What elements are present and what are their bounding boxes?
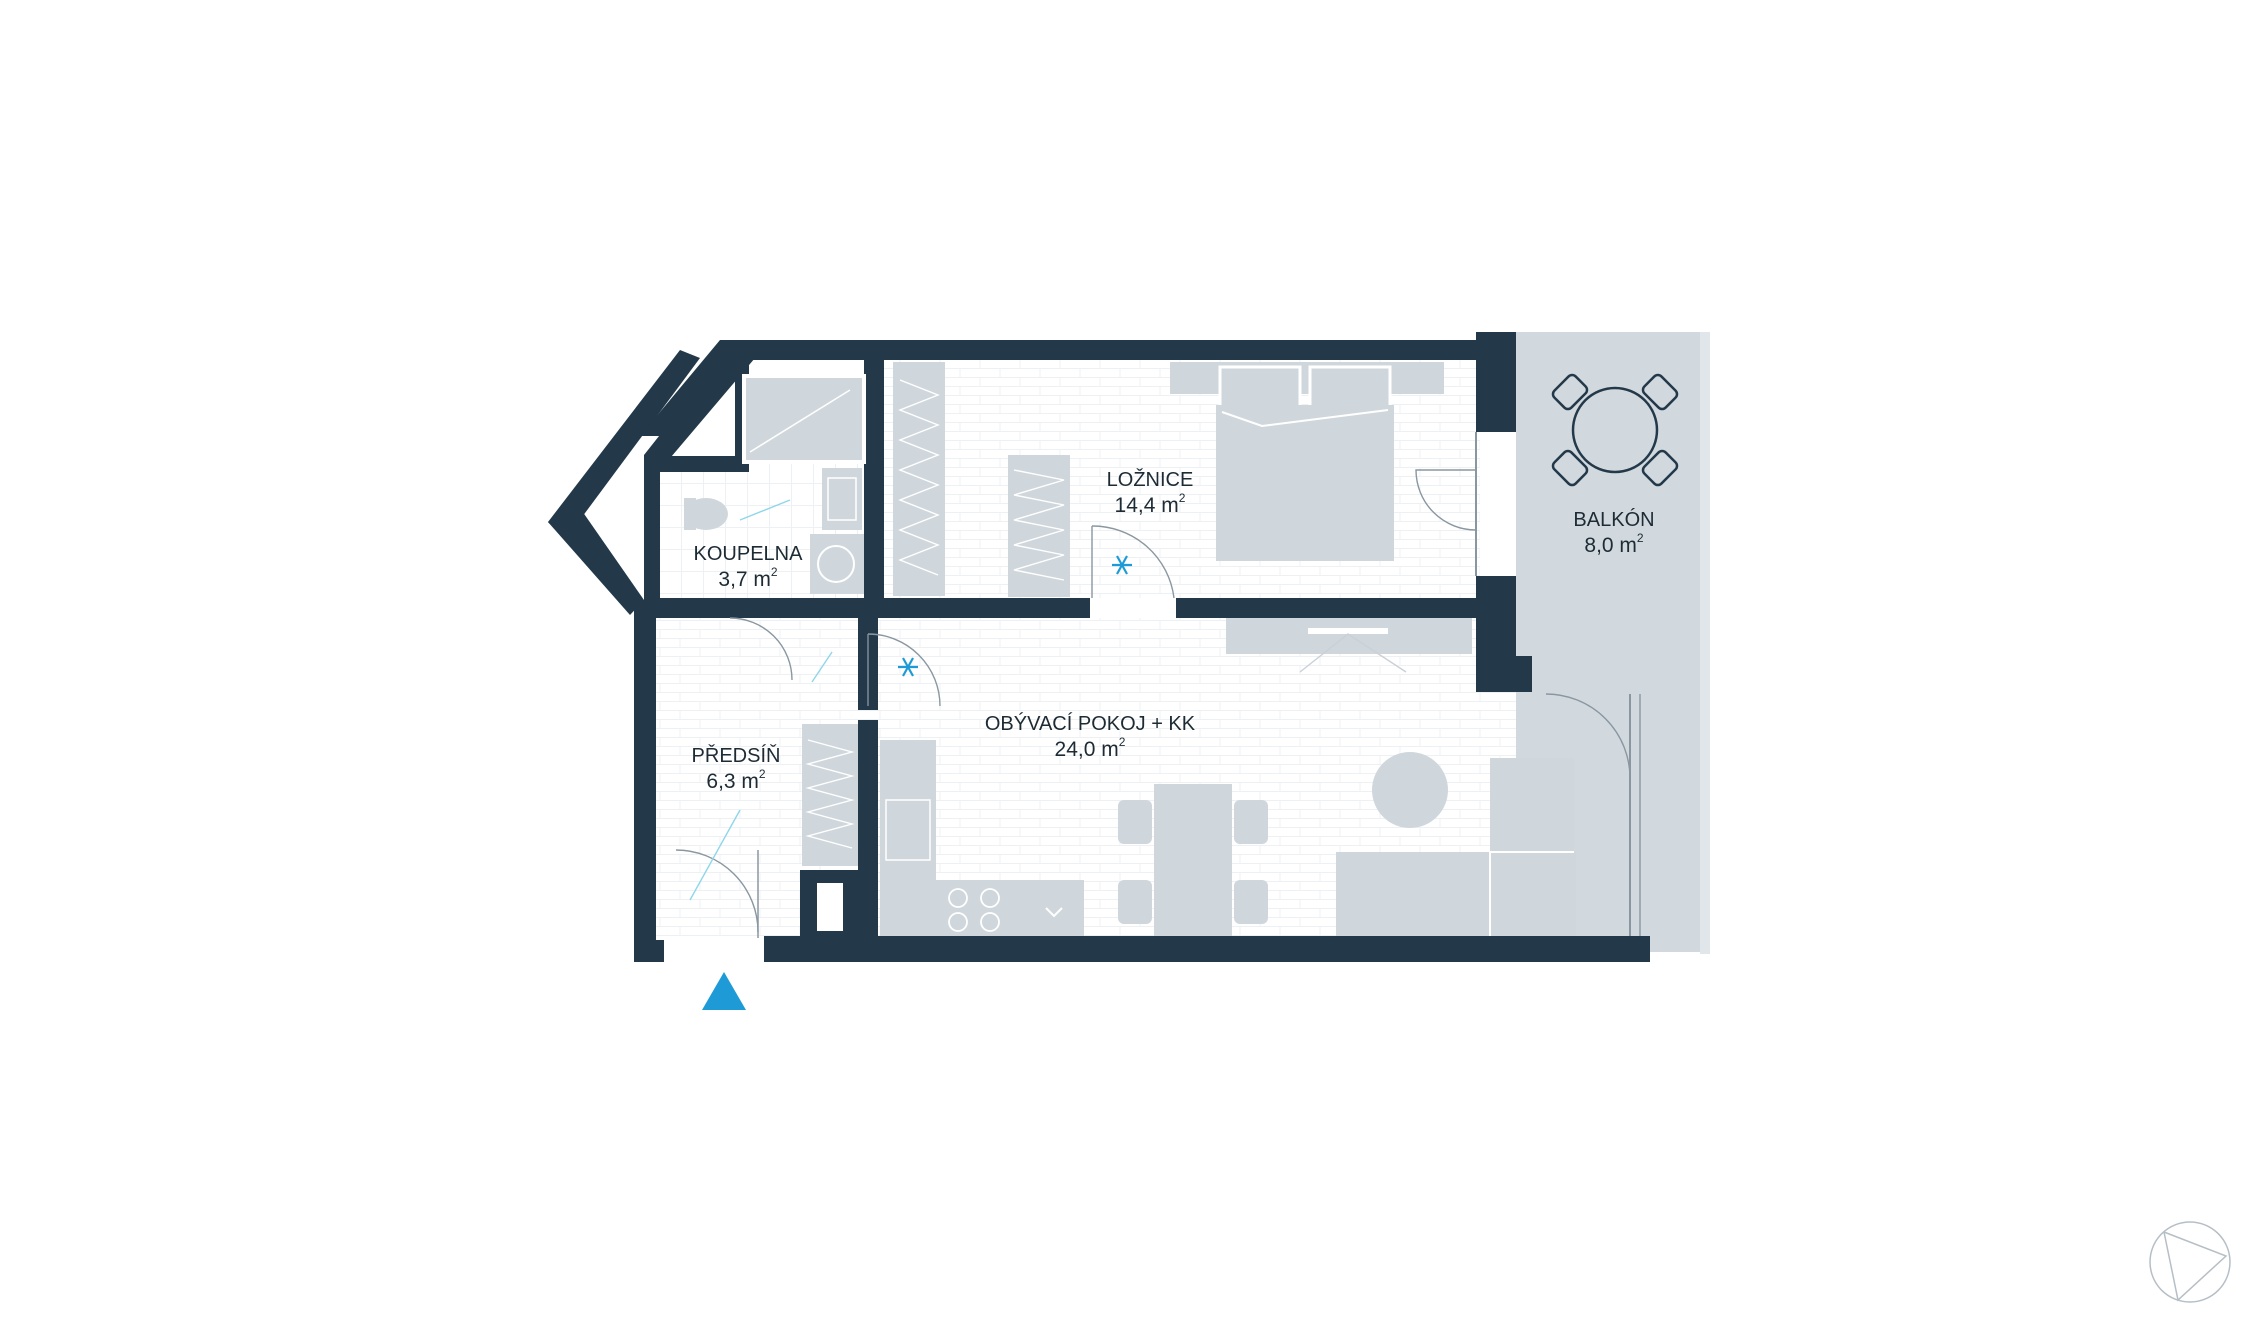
hall-furniture xyxy=(675,617,941,938)
room-name: BALKÓN xyxy=(1573,509,1655,531)
wall-bedroom-bottom-right xyxy=(1176,598,1486,618)
coffee-table xyxy=(1372,752,1448,828)
pillow-right xyxy=(1308,365,1392,409)
room-name: OBÝVACÍ POKOJ + KK xyxy=(984,713,1196,735)
snowflake-icon xyxy=(1112,555,1132,575)
tv-cabinet xyxy=(1226,618,1472,654)
balcony-chair-1 xyxy=(1551,373,1589,411)
wall-hall-right-lower xyxy=(858,720,878,940)
wall-bathroom-top-left xyxy=(660,456,746,472)
compass-icon xyxy=(2149,1221,2231,1303)
room-area: 3,7 m2 xyxy=(718,565,778,591)
living-furniture xyxy=(880,618,1641,936)
balcony-chair-4 xyxy=(1641,449,1679,487)
bathroom-fixtures xyxy=(684,374,866,594)
room-area: 6,3 m2 xyxy=(706,767,766,793)
wall-bottom-right xyxy=(1612,936,1650,962)
room-label-predsin: PŘEDSÍŇ 6,3 m2 xyxy=(676,744,796,795)
hob-ring-1 xyxy=(948,888,968,908)
wall-right-top xyxy=(1476,332,1516,432)
dining-table xyxy=(1154,784,1232,936)
room-area: 8,0 m2 xyxy=(1584,531,1644,557)
wall-bottom-left xyxy=(634,940,664,962)
shower xyxy=(742,374,866,464)
chair-2 xyxy=(1234,800,1268,844)
room-label-loznice: LOŽNICE 14,4 m2 xyxy=(1070,468,1230,519)
wall-diagonal-nook xyxy=(548,508,644,615)
room-name: KOUPELNA xyxy=(693,543,803,565)
balcony-table xyxy=(1571,386,1659,474)
balcony-rail xyxy=(1700,332,1710,954)
wall-top xyxy=(735,340,1495,360)
room-name: LOŽNICE xyxy=(1106,469,1194,491)
room-area: 14,4 m2 xyxy=(1114,491,1186,517)
wall-diagonal-outer xyxy=(640,340,740,436)
wall-bottom xyxy=(764,936,1620,962)
hob-ring-2 xyxy=(980,888,1000,908)
chair-4 xyxy=(1234,880,1268,924)
walls xyxy=(548,332,1650,962)
wardrobe xyxy=(893,362,945,596)
entrance-arrow-icon xyxy=(702,972,746,1010)
hob-ring-3 xyxy=(948,912,968,932)
balcony-chair-2 xyxy=(1641,373,1679,411)
pillow-left xyxy=(1218,365,1302,409)
hall-niche-frame xyxy=(807,873,853,941)
room-label-koupelna: KOUPELNA 3,7 m2 xyxy=(688,542,808,593)
kitchen-sink xyxy=(885,799,931,861)
wall-right-pillar xyxy=(1476,656,1532,692)
wall-left xyxy=(634,600,656,962)
room-name: PŘEDSÍŇ xyxy=(691,745,781,767)
wall-diagonal-nook2 xyxy=(548,350,700,540)
chair-3 xyxy=(1118,880,1152,924)
bed xyxy=(1216,405,1394,561)
sofa-seat xyxy=(1336,852,1576,936)
wall-bathroom-bottom xyxy=(656,598,866,618)
snowflake-icon xyxy=(898,657,918,677)
room-label-balkon: BALKÓN 8,0 m2 xyxy=(1544,508,1684,559)
wall-left-upper xyxy=(644,455,660,605)
bedroom-furniture xyxy=(893,362,1477,599)
hob-ring-4 xyxy=(980,912,1000,932)
wall-diagonal-upper xyxy=(644,340,755,470)
balcony-chair-3 xyxy=(1551,449,1589,487)
headboard xyxy=(1170,362,1444,394)
wall-bedroom-bottom-left xyxy=(878,598,1090,618)
room-label-obyvaci: OBÝVACÍ POKOJ + KK 24,0 m2 xyxy=(960,712,1220,763)
balcony-furniture xyxy=(1551,373,1679,487)
chair-1 xyxy=(1118,800,1152,844)
wall-bathroom-right xyxy=(864,358,884,618)
room-area: 24,0 m2 xyxy=(1054,735,1126,761)
